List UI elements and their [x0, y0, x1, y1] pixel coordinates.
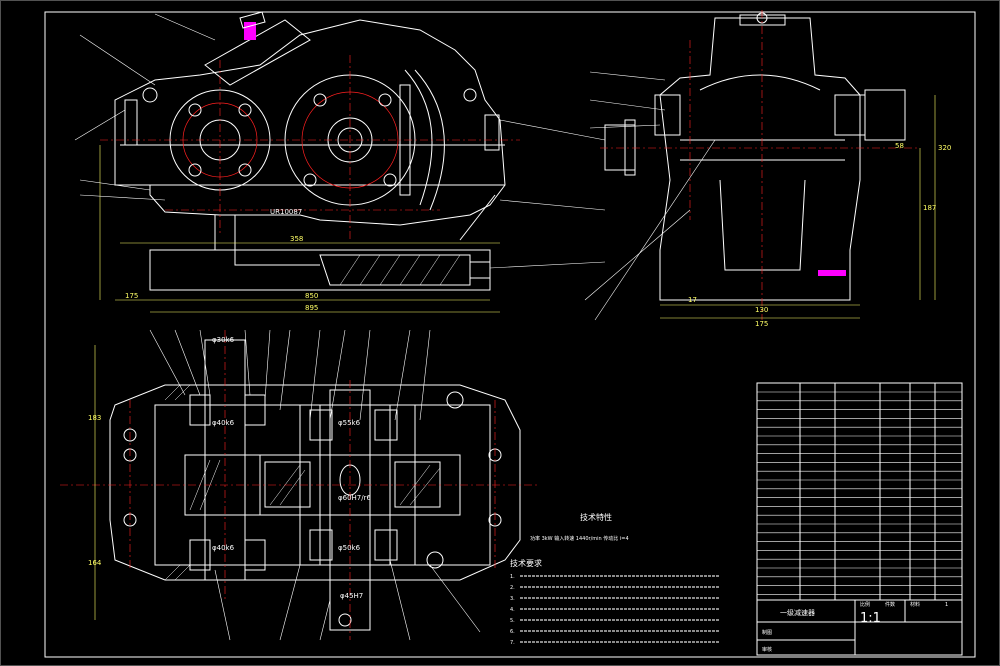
req-item-number: 5.	[510, 618, 515, 624]
front-view: 175 850 895 358 UR10087	[74, 11, 606, 313]
side-view: 130 175 320 187 58 17	[584, 10, 951, 328]
dim-h3: 58	[895, 142, 904, 150]
dim-d4: 358	[290, 235, 303, 243]
title-scale: 1:1	[860, 611, 881, 626]
dim-top-a: φ30k6	[212, 336, 235, 344]
dim-top-e: φ40k6	[212, 544, 235, 552]
title-label-material: 材料	[910, 601, 920, 608]
inner-frame	[44, 11, 976, 658]
title-label-drawn: 制图	[762, 629, 772, 636]
dim-top-h1: 183	[88, 414, 101, 422]
dim-top-b: φ40k6	[212, 419, 235, 427]
dim-d1: 175	[125, 292, 138, 300]
req-item-number: 6.	[510, 629, 515, 635]
dim-w1: 130	[755, 306, 768, 314]
technical-notes: 技术特性 功率 3kW 输入转速 1440r/min 传动比 i=4 技术要求 …	[510, 512, 720, 646]
dim-w2: 175	[755, 320, 768, 328]
dim-h1: 320	[938, 144, 951, 152]
dim-top-g: φ50k6	[338, 544, 361, 552]
title-block: 一级减速器 1:1 比例 件数 材料 制图 审核 1	[756, 382, 963, 656]
req-item-number: 7.	[510, 640, 515, 646]
dim-top-f: φ45H7	[340, 592, 363, 600]
tech-char-line: 功率 3kW 输入转速 1440r/min 传动比 i=4	[530, 535, 629, 542]
oil-level-highlight	[818, 270, 846, 276]
req-item-number: 1.	[510, 574, 515, 580]
req-item-number: 3.	[510, 596, 515, 602]
title-label-qty: 件数	[885, 601, 895, 608]
dim-h4: 17	[688, 296, 697, 304]
center-distance-label: UR10087	[270, 208, 302, 216]
title-sheet-no: 1	[945, 602, 948, 608]
dim-top-d: φ60H7/r6	[338, 494, 371, 502]
req-title: 技术要求	[510, 558, 542, 568]
top-view: 183 164 φ30k6 φ40k6 φ55k6 φ60H7/r6 φ40k6…	[60, 329, 540, 641]
tech-char-title: 技术特性	[580, 512, 612, 522]
dim-h2: 187	[923, 204, 936, 212]
title-label-checked: 审核	[762, 646, 772, 653]
req-item-number: 4.	[510, 607, 515, 613]
dim-top-c: φ55k6	[338, 419, 361, 427]
req-item-number: 2.	[510, 585, 515, 591]
title-name: 一级减速器	[780, 608, 815, 617]
title-label-scale: 比例	[860, 601, 870, 608]
dim-top-h2: 164	[88, 559, 102, 567]
dim-d3: 895	[305, 304, 318, 312]
dim-d2: 850	[305, 292, 318, 300]
